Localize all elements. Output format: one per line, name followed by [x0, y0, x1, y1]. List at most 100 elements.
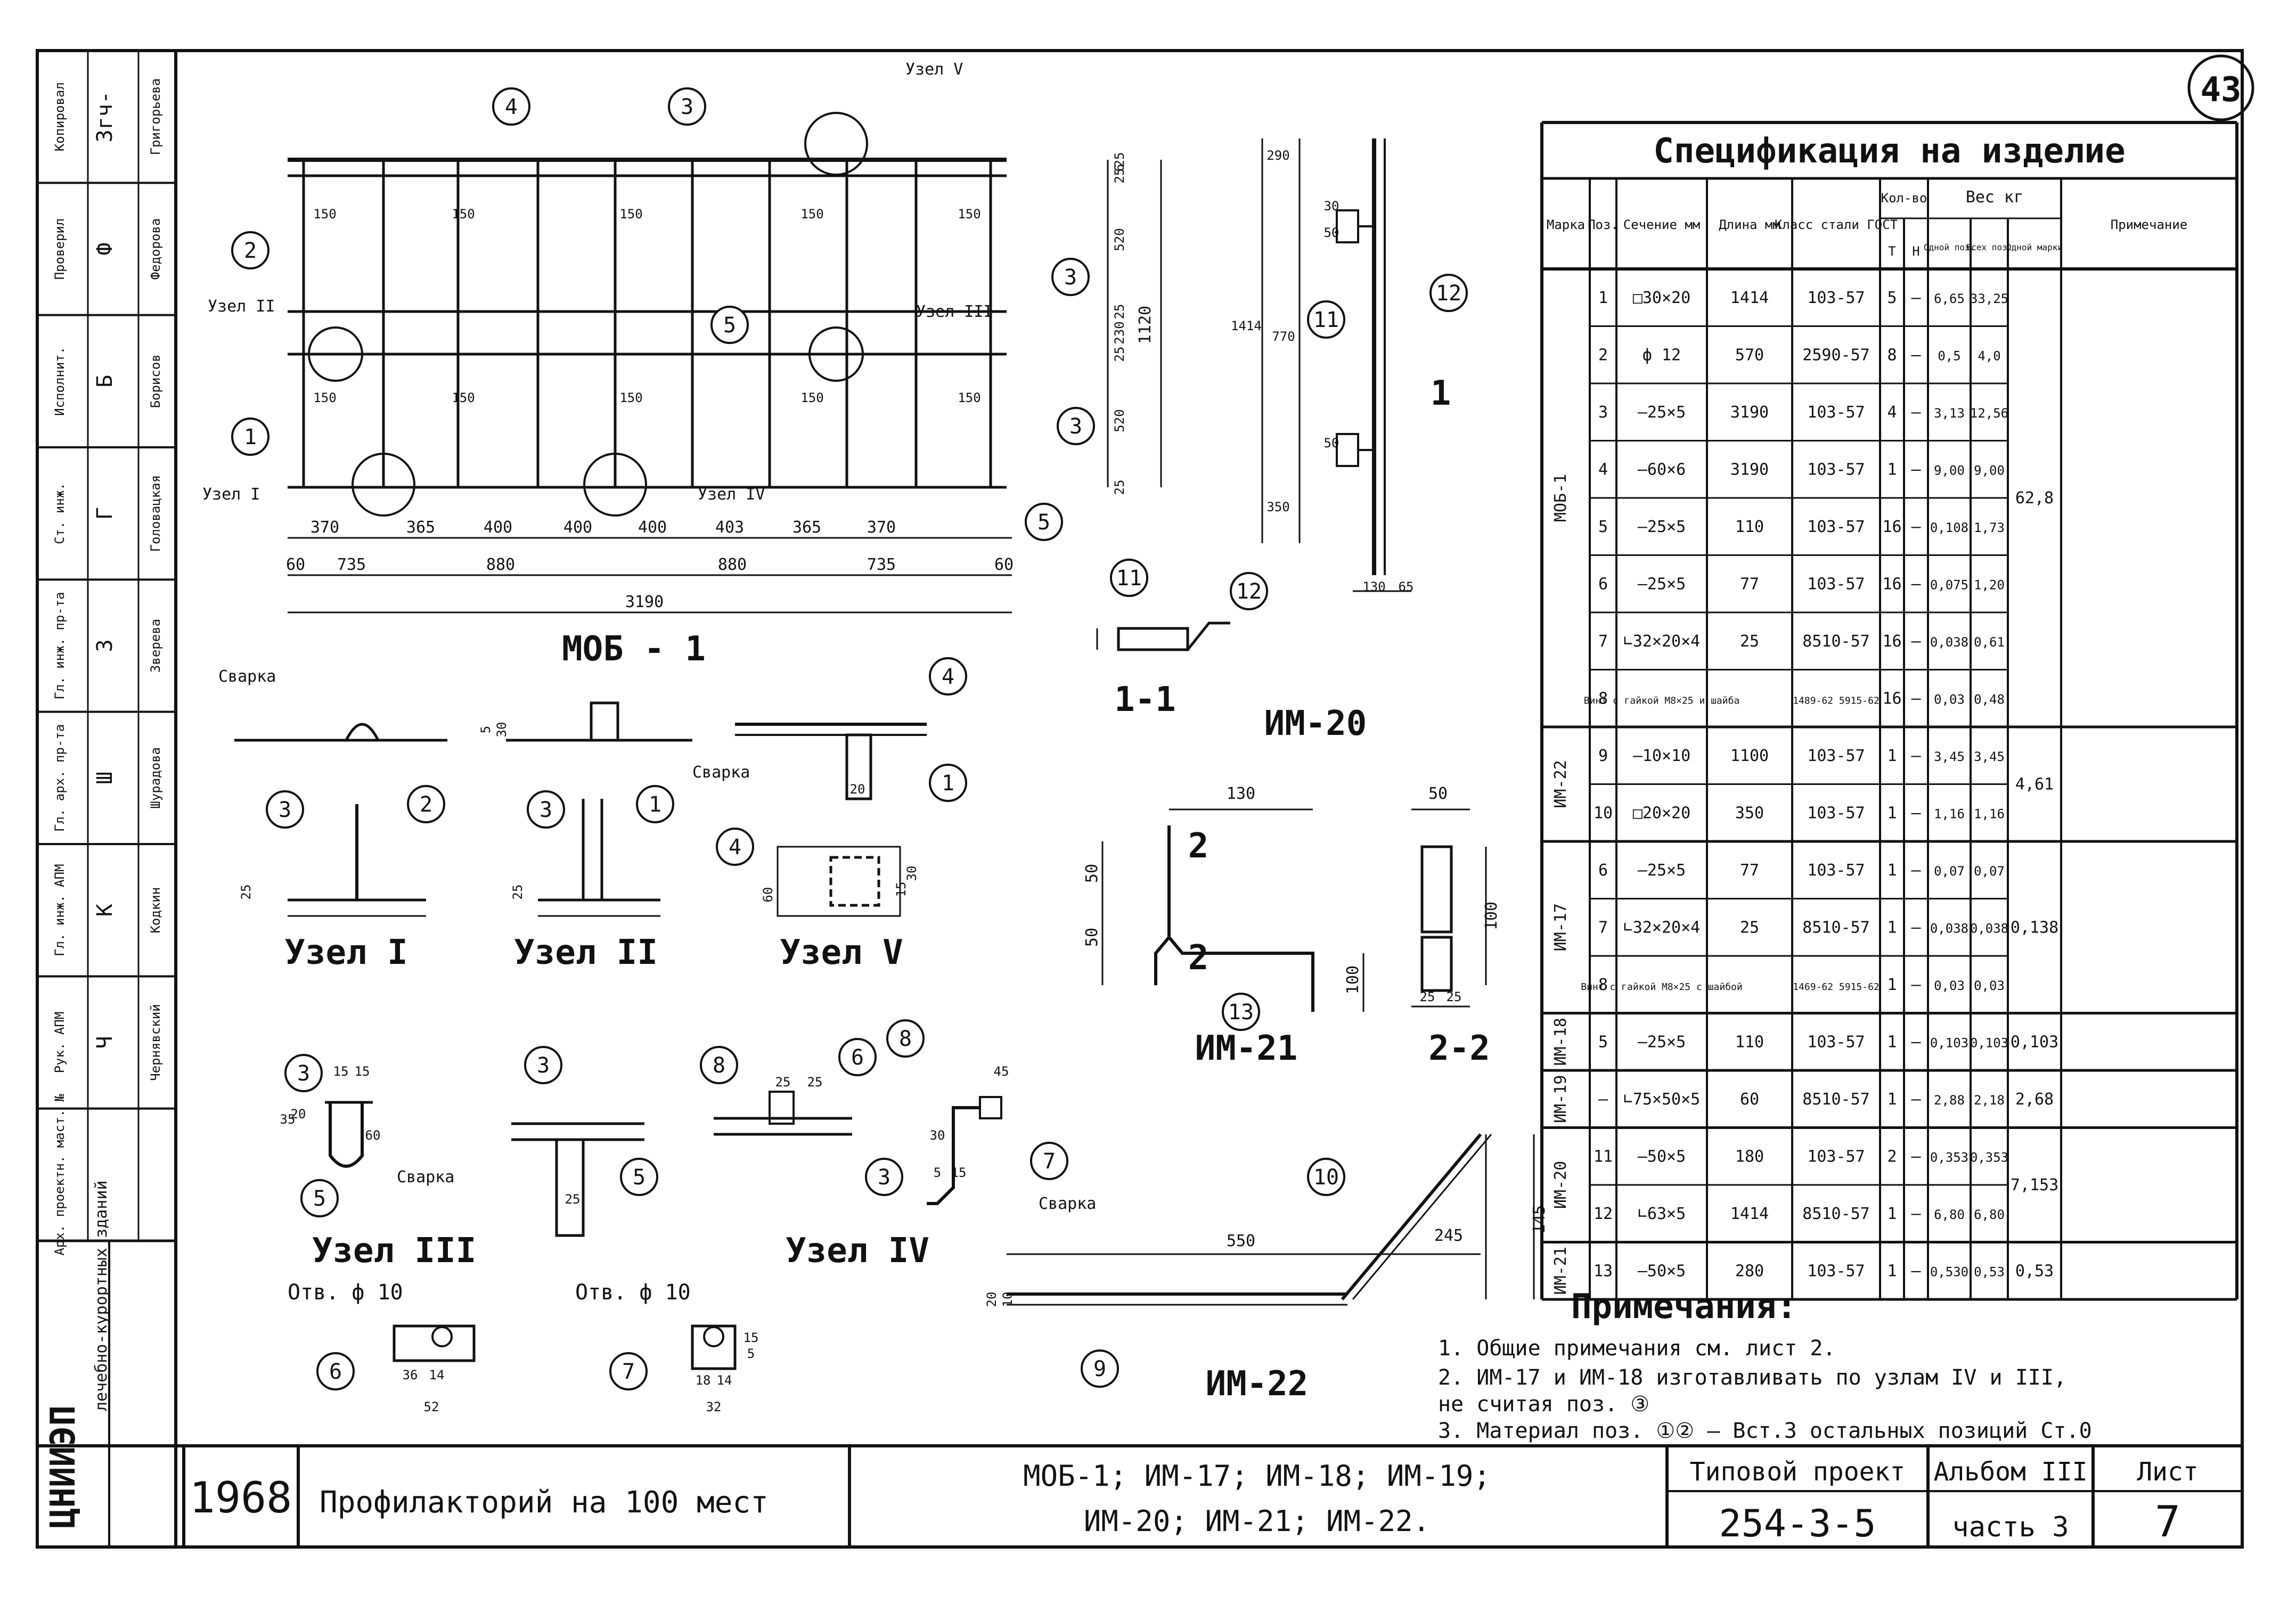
spec-h-section: Сечение мм — [1623, 217, 1701, 232]
node3-dim-1: 15 — [355, 1064, 370, 1079]
mob1-dim-lower-2: 880 — [486, 555, 515, 574]
mob1-dim-lower-5: 60 — [994, 555, 1014, 574]
spec-w2-12: 0,03 — [1974, 978, 2005, 993]
spec-pos-4: 5 — [1598, 518, 1608, 536]
node4-callout-7: 7 — [1043, 1149, 1056, 1174]
spec-pos-16: 12 — [1594, 1205, 1613, 1223]
spec-h-steel: Класс стали ГОСТ — [1775, 217, 1898, 232]
spec-steel-7: 1489-62 5915-62 — [1793, 695, 1880, 706]
spec-mark-weight-1: 4,61 — [2015, 775, 2054, 794]
items-line-1: МОБ-1; ИМ-17; ИМ-18; ИМ-19; — [1023, 1459, 1491, 1493]
spec-w2-2: 12,56 — [1970, 406, 2008, 421]
spec-w2-3: 9,00 — [1974, 463, 2005, 478]
im22-dim-2: 145 — [1530, 1205, 1549, 1234]
mob1-callout-5-circle — [710, 306, 749, 344]
mob1-spacing-1: 150 — [452, 207, 475, 222]
spec-pos-15: 11 — [1594, 1147, 1613, 1166]
node4-callout-3-circle — [865, 1158, 903, 1196]
spec-t-5: 16 — [1882, 575, 1901, 593]
hole6-callout-circle — [316, 1352, 355, 1390]
spec-n-9: – — [1911, 804, 1921, 822]
spec-h-count: Кол-во — [1881, 191, 1927, 206]
spec-section-10: –25×5 — [1638, 861, 1686, 880]
sheet-frame — [36, 49, 2244, 1549]
node2-dim-1: 30 — [494, 722, 509, 738]
spec-steel-2: 103-57 — [1807, 403, 1865, 422]
spec-steel-13: 103-57 — [1807, 1033, 1865, 1051]
section11-title: 1-1 — [1114, 680, 1176, 719]
spec-w2-8: 3,45 — [1974, 749, 2005, 764]
spec-length-1: 570 — [1735, 346, 1764, 364]
hole7-callout-circle — [609, 1352, 648, 1390]
spec-h-length: Длина мм — [1719, 217, 1780, 232]
album-label: Альбом III — [1934, 1457, 2088, 1487]
spec-section-5: –25×5 — [1638, 575, 1686, 593]
node1-callout-3: 3 — [279, 798, 291, 822]
section11-callout-11: 11 — [1116, 566, 1142, 591]
spec-t-4: 16 — [1882, 518, 1901, 536]
spec-pos-7: 8 — [1598, 689, 1608, 708]
im22-dim-0: 550 — [1227, 1232, 1255, 1250]
node4-title: Узел IV — [786, 1231, 929, 1271]
node4-callout-8b-circle — [886, 1019, 925, 1058]
mob1-dim-right-6: 25 — [1112, 347, 1127, 362]
im20-dim-3: 770 — [1272, 329, 1295, 344]
hole6-callout: 6 — [329, 1360, 342, 1384]
mob1-node-ref-4: Узел V — [905, 60, 963, 79]
mob1-dim-bottom-0: 370 — [311, 518, 339, 537]
spec-w1-16: 6,80 — [1934, 1207, 1965, 1222]
spec-t-3: 1 — [1887, 460, 1897, 479]
node5-callout-1-circle — [929, 764, 967, 802]
spec-n-3: – — [1911, 460, 1921, 479]
spec-length-16: 1414 — [1730, 1205, 1769, 1223]
spec-pos-12: 8 — [1598, 976, 1608, 994]
album-part: часть 3 — [1952, 1511, 2069, 1543]
spec-t-0: 5 — [1887, 289, 1897, 307]
stamp-name-1: Федорова — [148, 218, 163, 280]
spec-w2-4: 1,73 — [1974, 520, 2005, 535]
spec-t-8: 1 — [1887, 747, 1897, 765]
spec-w2-16: 6,80 — [1974, 1207, 2005, 1222]
node5-dim-3: 20 — [850, 782, 865, 797]
mob1-dim-lower-1: 735 — [337, 555, 366, 574]
mob1-dim-lower-0: 60 — [286, 555, 305, 574]
items-line-2: ИМ-20; ИМ-21; ИМ-22. — [1084, 1504, 1430, 1538]
spec-w1-11: 0,038 — [1930, 921, 1968, 936]
spec-t-1: 8 — [1887, 346, 1897, 364]
spec-steel-10: 103-57 — [1807, 861, 1865, 880]
node2-title: Узел II — [514, 933, 658, 972]
im22-dim-1: 245 — [1434, 1226, 1463, 1245]
spec-n-13: – — [1911, 1033, 1921, 1051]
year: 1968 — [190, 1473, 292, 1523]
mob1-dim-right-5: 230 — [1112, 321, 1127, 344]
spec-w1-12: 0,03 — [1934, 978, 1965, 993]
spec-steel-5: 103-57 — [1807, 575, 1865, 593]
spec-h-n: Н — [1912, 244, 1919, 259]
node5-title: Узел V — [780, 933, 903, 972]
im22-callout-9-circle — [1081, 1349, 1119, 1388]
node1-title: Узел I — [284, 933, 407, 972]
spec-section-8: –10×10 — [1633, 747, 1690, 765]
spec-w1-9: 1,16 — [1934, 806, 1965, 821]
spec-w1-10: 0,07 — [1934, 864, 1965, 879]
mob1-callout-0-circle — [231, 418, 269, 456]
node4-callout-3: 3 — [878, 1165, 890, 1190]
spec-pos-5: 6 — [1598, 575, 1608, 593]
spec-steel-17: 103-57 — [1807, 1262, 1865, 1280]
stamp-role-5: Гл. арх. пр-та — [52, 724, 67, 832]
section22-title: 2-2 — [1428, 1029, 1490, 1068]
im20-callout-12-circle — [1429, 274, 1468, 312]
im21-title: ИМ-21 — [1195, 1029, 1298, 1068]
spec-pos-0: 1 — [1598, 289, 1608, 307]
spec-mark-6: ИМ-21 — [1551, 1247, 1570, 1295]
sheet-no: 7 — [2155, 1497, 2180, 1546]
notes: Примечания: 1. Общие примечания см. лист… — [1438, 1287, 2092, 1443]
im20-dim-2: 50 — [1324, 225, 1339, 240]
mob1-spacing-8: 150 — [800, 390, 823, 405]
mob1-callout-4: 4 — [505, 95, 518, 119]
spec-w1-5: 0,075 — [1930, 577, 1968, 592]
spec-pos-10: 6 — [1598, 861, 1608, 880]
